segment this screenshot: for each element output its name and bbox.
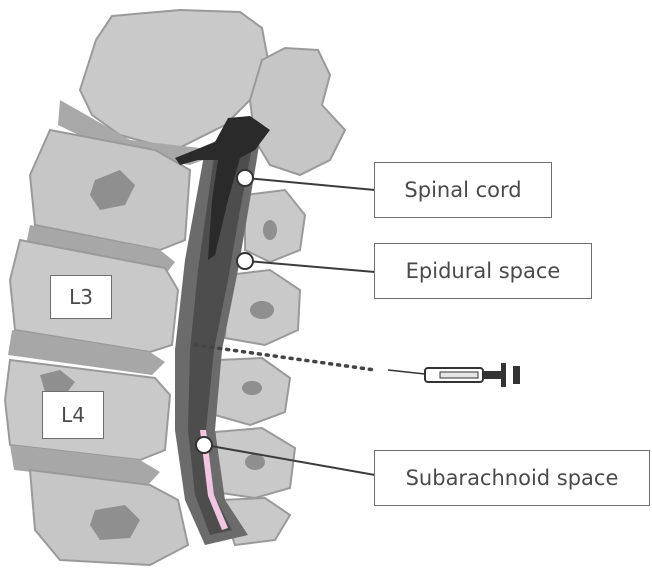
process-hole-4 (245, 454, 265, 470)
subarachnoid-space-marker (196, 437, 212, 453)
spinal-cord-marker (237, 170, 253, 186)
epidural-space-label: Epidural space (374, 243, 592, 299)
process-hole-2 (250, 301, 274, 319)
epidural-space-marker (237, 253, 253, 269)
process-hole-1 (263, 220, 277, 240)
syringe-icon (388, 363, 520, 387)
vertebra-label-l4: L4 (42, 391, 104, 439)
vertebra-label-l3: L3 (50, 275, 112, 319)
subarachnoid-space-label: Subarachnoid space (374, 450, 650, 506)
spinal-cord-leader (246, 178, 375, 190)
spinal-cord-label: Spinal cord (374, 162, 552, 218)
posterior-process-top (250, 48, 345, 175)
process-hole-3 (242, 381, 262, 395)
